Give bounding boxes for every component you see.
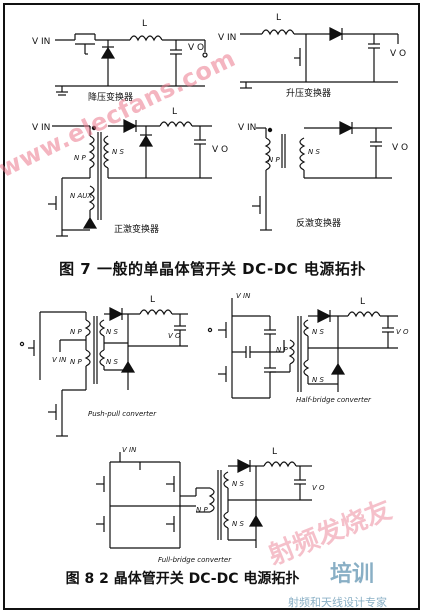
halfbridge-vo-label: V O	[396, 328, 409, 336]
pushpull-np1-label: N P	[70, 328, 82, 336]
fullbridge-l-label: L	[272, 447, 277, 457]
pushpull-ns2-label: N S	[106, 358, 118, 366]
forward-title: 正激变换器	[114, 223, 159, 235]
flyback-vo-label: V O	[392, 143, 408, 153]
boost-title: 升压变换器	[286, 87, 331, 99]
pushpull-l-label: L	[150, 295, 155, 305]
flyback-vin-label: V IN	[238, 123, 256, 133]
fullbridge-vo-label: V O	[312, 484, 325, 492]
pushpull-vo-label: V O	[168, 332, 181, 340]
flyback-converter: V IN N P N S V O 反激变换器	[238, 121, 408, 231]
halfbridge-np-label: N P	[276, 346, 288, 354]
fullbridge-ns2-label: N S	[232, 520, 244, 528]
fullbridge-np-label: N P	[196, 506, 208, 514]
half-bridge-converter: V IN N P N S N S L V O Half-bridge conve…	[207, 292, 409, 404]
forward-vin-label: V IN	[32, 123, 50, 133]
buck-vo-label: V O	[188, 43, 204, 53]
boost-vin-label: V IN	[218, 33, 236, 43]
fullbridge-vin-label: V IN	[122, 446, 137, 454]
fullbridge-ns1-label: N S	[232, 480, 244, 488]
forward-ns-label: N S	[112, 148, 124, 156]
halfbridge-title: Half-bridge converter	[296, 396, 372, 404]
pushpull-title: Push-pull converter	[88, 410, 157, 418]
buck-l-label: L	[142, 19, 147, 29]
halfbridge-ns1-label: N S	[312, 328, 324, 336]
pushpull-ns1-label: N S	[106, 328, 118, 336]
forward-naux-label: N AUX	[70, 192, 92, 200]
fullbridge-title: Full-bridge converter	[158, 556, 232, 564]
figure-7-caption: 图 7 一般的单晶体管开关 DC-DC 电源拓扑	[59, 260, 366, 278]
figure-border	[3, 3, 420, 610]
forward-converter: V IN N P N S N AUX L V O 正激变换器	[32, 107, 228, 237]
boost-converter: V IN L V O 升压变换器	[218, 13, 406, 99]
flyback-np-label: N P	[268, 156, 280, 164]
boost-vo-label: V O	[390, 49, 406, 59]
pushpull-np2-label: N P	[70, 358, 82, 366]
buck-converter: V IN L V O 降压变换器	[32, 19, 208, 103]
figure-8-caption: 图 8 2 晶体管开关 DC-DC 电源拓扑	[65, 571, 300, 587]
pushpull-vin-label: V IN	[52, 356, 67, 364]
buck-vin-label: V IN	[32, 37, 50, 47]
forward-np-label: N P	[74, 154, 86, 162]
flyback-title: 反激变换器	[296, 217, 341, 229]
halfbridge-l-label: L	[360, 297, 365, 307]
boost-l-label: L	[276, 13, 281, 23]
forward-l-label: L	[172, 107, 177, 117]
flyback-ns-label: N S	[308, 148, 320, 156]
full-bridge-converter: V IN N P N S N S L V O Full-bridge conve…	[96, 446, 325, 564]
push-pull-converter: V IN	[19, 295, 188, 437]
forward-vo-label: V O	[212, 145, 228, 155]
halfbridge-vin-label: V IN	[236, 292, 251, 300]
buck-title: 降压变换器	[88, 91, 133, 103]
halfbridge-ns2-label: N S	[312, 376, 324, 384]
